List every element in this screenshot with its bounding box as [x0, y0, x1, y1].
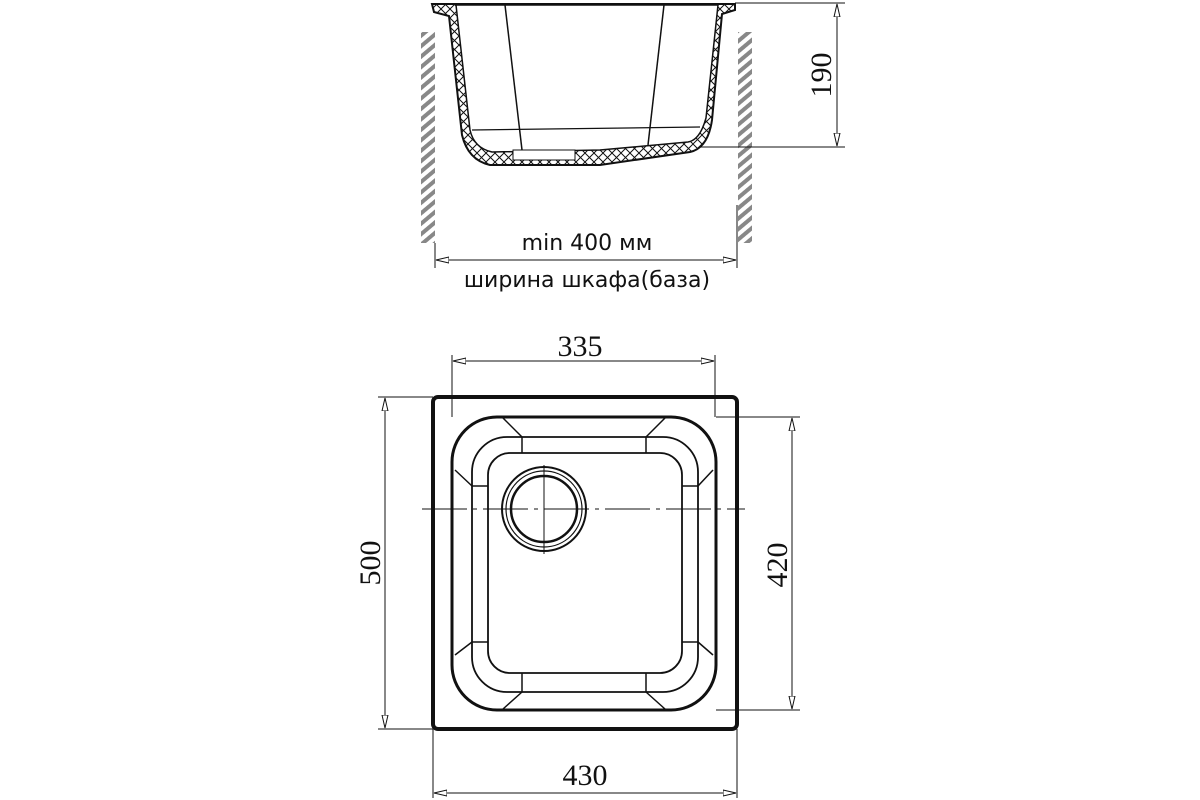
bowl-inner	[487, 452, 683, 674]
bowl-length-dimension: 420	[716, 416, 800, 711]
overall-width-dimension: 430	[432, 729, 738, 798]
depth-dim-label: 190	[805, 53, 838, 98]
overall-length-dimension: 500	[354, 396, 433, 730]
corner-facets	[454, 417, 714, 710]
plan-view: 335 500 420 430	[354, 330, 800, 798]
side-view: 190 min 400 мм ширина шкафа(база)	[421, 2, 845, 293]
cabinet-wall-left	[421, 32, 435, 243]
cabinet-width-dimension: min 400 мм ширина шкафа(база)	[434, 205, 738, 293]
bowl-width-dimension: 335	[451, 330, 716, 417]
bowl-step	[471, 436, 699, 693]
overall-width-label: 430	[563, 759, 608, 792]
bowl-width-label: 335	[558, 330, 603, 363]
cabinet-width-label: ширина шкафа(база)	[464, 268, 710, 293]
depth-dimension: 190	[700, 2, 845, 148]
bowl-length-label: 420	[761, 543, 794, 588]
overall-length-label: 500	[354, 541, 387, 586]
cabinet-wall-right	[738, 32, 752, 243]
min-width-label: min 400 мм	[522, 231, 653, 256]
sink-profile	[430, 3, 736, 166]
